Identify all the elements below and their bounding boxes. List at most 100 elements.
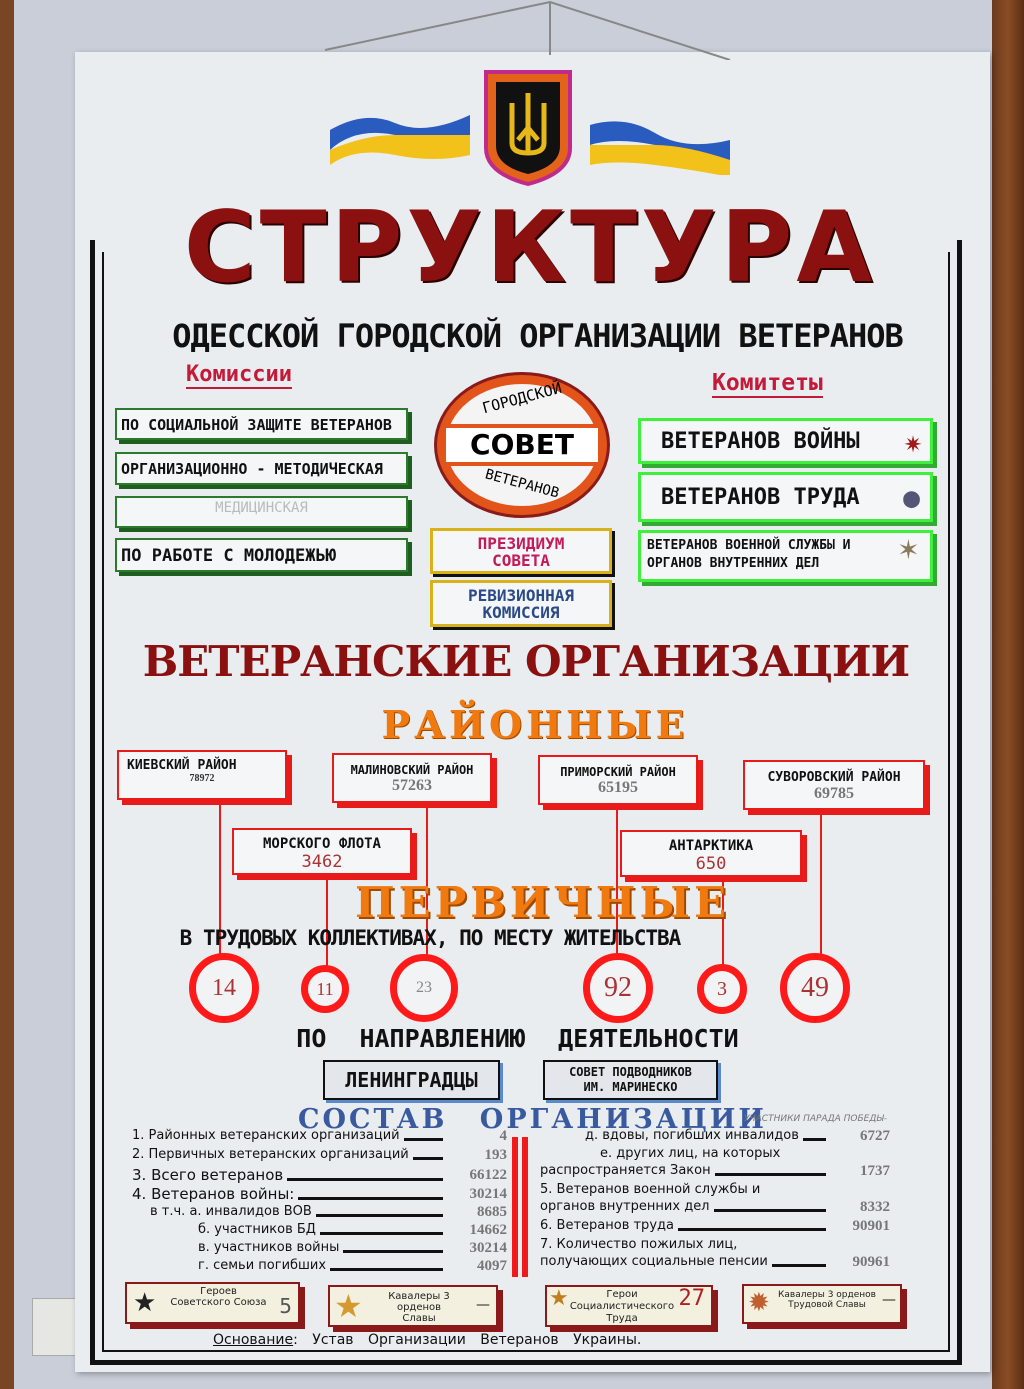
stat-row: в. участников войны 30214 <box>198 1240 507 1256</box>
stat-row: г. семьи погибших 4097 <box>198 1258 507 1274</box>
commission-social-protection: ПО СОЦИАЛЬНОЙ ЗАЩИТЕ ВЕТЕРАНОВ <box>115 408 408 440</box>
district-name: МОРСКОГО ФЛОТА <box>262 836 381 852</box>
council-top-text: ГОРОДСКОЙ <box>480 378 564 418</box>
committee-military-line2: ОРГАНОВ ВНУТРЕННИХ ДЕЛ <box>647 556 820 571</box>
revision-line2: КОМИССИЯ <box>482 603 560 622</box>
stat-label: 4. Ветеранов войны: <box>132 1185 295 1203</box>
primary-count-circle: 14 <box>189 953 259 1023</box>
district-value: 3462 <box>301 852 343 872</box>
district-value: 65195 <box>598 779 638 796</box>
stat-label: в т.ч. а. инвалидов ВОВ <box>150 1204 312 1219</box>
stat-value: 90901 <box>852 1218 891 1234</box>
council-center-text: СОВЕТ <box>446 424 598 466</box>
stat-value: 30214 <box>469 1186 508 1202</box>
award-line: Кавалеры 3 орденов <box>778 1290 876 1300</box>
war-order-icon: ✷ <box>903 425 922 460</box>
gold-star-icon: ★ <box>133 1288 157 1318</box>
submariners-line2: ИМ. МАРИНЕСКО <box>583 1080 678 1094</box>
wooden-door-frame <box>992 0 1024 1389</box>
district-value: 78972 <box>189 773 215 784</box>
military-star-icon: ✶ <box>898 529 918 567</box>
commission-medical: МЕДИЦИНСКАЯ <box>115 496 408 528</box>
ukraine-flag-right-icon <box>590 121 730 175</box>
stat-label: е. других лиц, на которых <box>600 1146 781 1161</box>
primary-count-circle: 11 <box>301 965 349 1013</box>
stat-label: г. семьи погибших <box>198 1258 327 1273</box>
committee-military-line1: ВЕТЕРАНОВ ВОЕННОЙ СЛУЖБЫ И <box>647 538 851 553</box>
award-value: 5 <box>279 1294 292 1318</box>
wall-socket <box>32 1298 82 1356</box>
stat-value: 193 <box>484 1147 508 1163</box>
order-star-icon: ★ <box>334 1287 363 1325</box>
primary-heading: ПЕРВИЧНЫЕ <box>355 878 730 927</box>
divider-bar <box>512 1137 518 1277</box>
poster-inner-border <box>102 252 950 1352</box>
order-icon: ✹ <box>748 1288 770 1318</box>
award-line: Социалистического <box>569 1301 675 1312</box>
labor-medal-icon: ● <box>903 481 920 514</box>
poster-title: СТРУКТУРА <box>183 191 877 305</box>
stat-label: 5. Ветеранов военной службы и <box>540 1182 761 1197</box>
primary-count-circle: 49 <box>780 953 850 1023</box>
district-value: 69785 <box>814 785 854 802</box>
stat-value: 66122 <box>469 1167 508 1183</box>
award-value: — <box>882 1292 896 1308</box>
stat-value: 8332 <box>860 1199 890 1215</box>
commissions-label: Комиссии <box>186 362 292 389</box>
stat-value: 4097 <box>477 1258 507 1274</box>
wall-edge <box>0 0 14 1389</box>
connector-line <box>722 880 724 966</box>
stat-label: б. участников БД <box>198 1222 316 1237</box>
award-line: Советского Союза <box>170 1297 267 1308</box>
committee-war-veterans-label: ВЕТЕРАНОВ ВОЙНЫ <box>661 429 860 454</box>
stat-row: 6. Ветеранов труда 90901 <box>540 1218 890 1234</box>
presidium-line1: ПРЕЗИДИУМ <box>477 534 565 553</box>
award-line: Трудовой Славы <box>788 1300 866 1310</box>
connector-line <box>616 810 618 956</box>
poster-subtitle: ОДЕССКОЙ ГОРОДСКОЙ ОРГАНИЗАЦИИ ВЕТЕРАНОВ <box>172 317 904 355</box>
district-value: 57263 <box>392 777 432 794</box>
stat-label: получающих социальные пенсии <box>540 1254 768 1269</box>
stat-label: 7. Количество пожилых лиц, <box>540 1237 738 1252</box>
connector-line <box>219 805 221 955</box>
award-value: — <box>476 1297 490 1313</box>
poster <box>75 52 990 1372</box>
stat-label: 6. Ветеранов труда <box>540 1218 674 1233</box>
gold-star-icon: ★ <box>549 1286 569 1311</box>
connector-line <box>426 808 428 956</box>
direction-heading: ПО НАПРАВЛЕНИЮ ДЕЯТЕЛЬНОСТИ <box>296 1024 739 1053</box>
city-council-emblem: ГОРОДСКОЙ СОВЕТ ВЕТЕРАНОВ <box>437 375 607 515</box>
award-line: Славы <box>402 1313 436 1324</box>
ukraine-flag-left-icon <box>330 115 470 165</box>
primary-subheading: В ТРУДОВЫХ КОЛЛЕКТИВАХ, ПО МЕСТУ ЖИТЕЛЬС… <box>179 926 682 950</box>
divider-bar <box>522 1137 528 1277</box>
stat-label: распространяется Закон <box>540 1163 711 1178</box>
award-line: Герои <box>606 1289 638 1300</box>
parade-participants-note: УЧАСТНИКИ ПАРАДА ПОБЕДЫ- <box>744 1114 887 1124</box>
award-value: 27 <box>678 1286 706 1311</box>
district-name: ПРИМОРСКИЙ РАЙОН <box>560 765 676 779</box>
committee-labor-veterans-label: ВЕТЕРАНОВ ТРУДА <box>661 485 860 510</box>
direction-leningradtsy: ЛЕНИНГРАДЦЫ <box>323 1060 500 1100</box>
stat-label: органов внутренних дел <box>540 1199 710 1214</box>
district-name: АНТАРКТИКА <box>668 838 754 854</box>
stat-value: 30214 <box>469 1240 508 1256</box>
stat-row: органов внутренних дел 8332 <box>540 1199 890 1215</box>
stat-label: в. участников войны <box>198 1240 340 1255</box>
district-heading: РАЙОННЫЕ <box>381 702 689 747</box>
